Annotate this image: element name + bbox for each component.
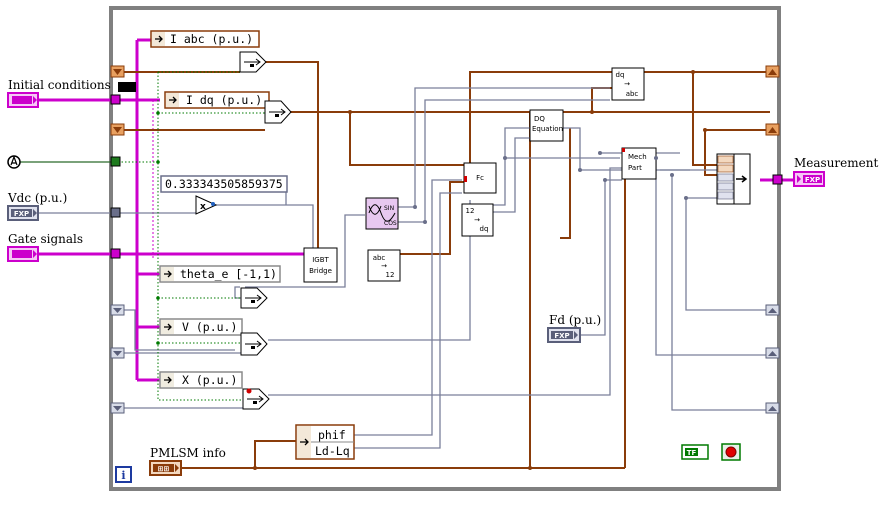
scalar-wires <box>38 87 770 449</box>
svg-text:X (p.u.): X (p.u.) <box>182 373 237 387</box>
subvi-abc-to-12[interactable]: abc → 12 <box>367 249 401 282</box>
svg-text:dq: dq <box>480 225 489 233</box>
label-vdc: Vdc (p.u.) <box>7 191 67 205</box>
svg-text:abc: abc <box>626 90 639 98</box>
label-fd: Fd (p.u.) <box>549 313 601 327</box>
subvi-sin-cos[interactable]: SIN COS <box>365 197 399 230</box>
svg-text:Bridge: Bridge <box>309 267 332 275</box>
svg-text:dq: dq <box>616 71 625 79</box>
right-tunnels <box>765 65 783 414</box>
svg-text:i: i <box>121 469 125 482</box>
subvi-igbt-bridge[interactable]: IGBT Bridge <box>303 247 338 283</box>
svg-text:V (p.u.): V (p.u.) <box>182 320 237 334</box>
bool-wires <box>118 71 270 401</box>
svg-text:TF: TF <box>687 449 697 457</box>
left-tunnels <box>110 65 136 414</box>
select-node[interactable] <box>240 287 268 309</box>
subvi-dq-to-abc[interactable]: dq → abc <box>611 67 645 101</box>
svg-text:theta_e [-1,1): theta_e [-1,1) <box>180 267 277 281</box>
iteration-icon: i <box>115 466 132 483</box>
wire-junctions <box>413 151 688 224</box>
subvi-12-to-dq[interactable]: 12 → dq <box>461 203 494 237</box>
status-indicator-icon[interactable] <box>7 155 21 169</box>
unbundle-i-dq[interactable]: I dq (p.u.) <box>164 91 270 109</box>
unbundle-theta-e[interactable]: theta_e [-1,1) <box>159 265 281 283</box>
tunnel-vdc <box>110 207 121 218</box>
svg-text:→: → <box>474 216 480 224</box>
svg-text:COS: COS <box>384 220 397 227</box>
label-gate-signals: Gate signals <box>8 232 83 246</box>
svg-text:phif: phif <box>318 428 346 442</box>
select-node[interactable] <box>239 51 267 73</box>
svg-text:DQ: DQ <box>534 115 545 123</box>
tunnel-measurement <box>772 174 783 185</box>
structure-frame <box>109 6 781 491</box>
svg-text:Fc: Fc <box>476 174 484 182</box>
wire-junctions-fxp <box>253 70 707 470</box>
terminal-initial-conditions[interactable] <box>7 92 39 108</box>
svg-text:Mech: Mech <box>628 153 647 161</box>
inner-black-block <box>118 82 136 92</box>
subvi-fc[interactable]: Fc <box>463 162 497 194</box>
svg-text:SIN: SIN <box>384 205 394 212</box>
stop-icon[interactable] <box>721 443 741 461</box>
tunnel-initial <box>110 94 121 105</box>
tunnel-status <box>110 156 121 167</box>
select-node[interactable] <box>264 100 292 124</box>
svg-text:0.333343505859375: 0.333343505859375 <box>165 177 283 191</box>
unbundle-i-abc[interactable]: I abc (p.u.) <box>150 30 260 48</box>
svg-text:FXP: FXP <box>805 176 820 184</box>
svg-text:Equation: Equation <box>532 125 563 133</box>
bundle-measurement[interactable] <box>716 153 751 205</box>
label-measurement: Measurement <box>794 156 878 170</box>
select-node[interactable] <box>242 388 270 410</box>
terminal-fd[interactable]: FXP <box>547 327 581 343</box>
svg-text:→: → <box>624 80 630 88</box>
subvi-dq-equation[interactable]: DQ Equation <box>529 109 564 142</box>
multiply-node[interactable]: x <box>195 195 218 215</box>
svg-text:abc: abc <box>373 254 386 262</box>
unbundle-x[interactable]: X (p.u.) <box>159 371 243 389</box>
terminal-gate-signals[interactable] <box>7 246 39 262</box>
label-pmlsm-info: PMLSM info <box>150 446 226 460</box>
svg-text:→: → <box>381 262 387 270</box>
cluster-wires <box>38 38 795 382</box>
svg-text:x: x <box>200 202 206 212</box>
unbundle-v[interactable]: V (p.u.) <box>159 318 243 336</box>
svg-text:Part: Part <box>628 164 642 172</box>
bool-constant[interactable]: TF <box>681 444 709 460</box>
wire-junctions-bool <box>156 111 160 345</box>
svg-text:FXP: FXP <box>554 332 569 340</box>
terminal-measurement[interactable]: FXP <box>793 171 825 187</box>
svg-text:12: 12 <box>466 207 475 215</box>
terminal-pmlsm-info[interactable]: ⊞⊞ <box>149 460 182 476</box>
numeric-constant[interactable]: 0.333343505859375 <box>160 175 288 193</box>
svg-text:I dq (p.u.): I dq (p.u.) <box>186 93 262 107</box>
bundle-pmlsm-info[interactable]: phif Ld-Lq <box>295 424 355 460</box>
svg-text:⊞⊞: ⊞⊞ <box>158 465 170 473</box>
svg-text:12: 12 <box>386 271 395 279</box>
select-node[interactable] <box>240 332 268 356</box>
terminal-vdc[interactable]: FXP <box>7 205 39 221</box>
label-initial-conditions: Initial conditions <box>8 78 111 92</box>
subvi-mech-part[interactable]: Mech Part <box>621 147 657 180</box>
svg-text:I abc (p.u.): I abc (p.u.) <box>170 32 253 46</box>
tunnel-gate <box>110 248 121 259</box>
svg-text:IGBT: IGBT <box>312 256 329 264</box>
svg-text:FXP: FXP <box>14 210 29 218</box>
svg-text:Ld-Lq: Ld-Lq <box>315 444 350 458</box>
